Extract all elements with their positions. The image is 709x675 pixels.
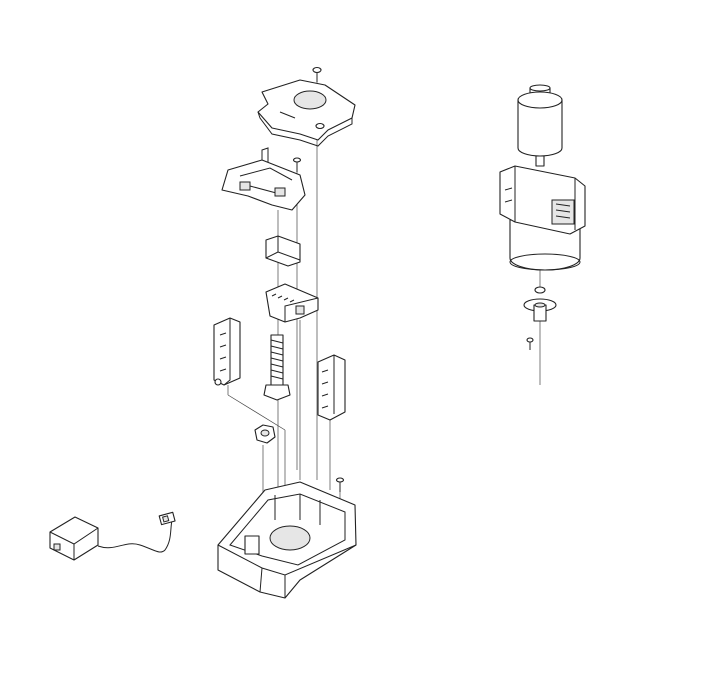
motor (517, 84, 563, 167)
top-screw (312, 66, 322, 82)
flange (523, 298, 557, 322)
sensor-box (49, 516, 99, 561)
base-housing (217, 481, 357, 599)
washer (534, 286, 546, 294)
flange-screw (526, 337, 534, 350)
base-screw (335, 477, 345, 492)
motor-housing (499, 165, 586, 271)
nut (254, 424, 276, 444)
bracket-screw (292, 157, 302, 172)
threaded-rod (263, 334, 291, 401)
cable-connector (158, 511, 176, 526)
top-plate (257, 79, 356, 147)
sensor-cable (97, 519, 173, 553)
left-rail (213, 317, 241, 386)
clip (265, 235, 301, 267)
guide-block (265, 283, 319, 323)
upper-bracket (221, 147, 306, 211)
right-rail (317, 354, 346, 421)
